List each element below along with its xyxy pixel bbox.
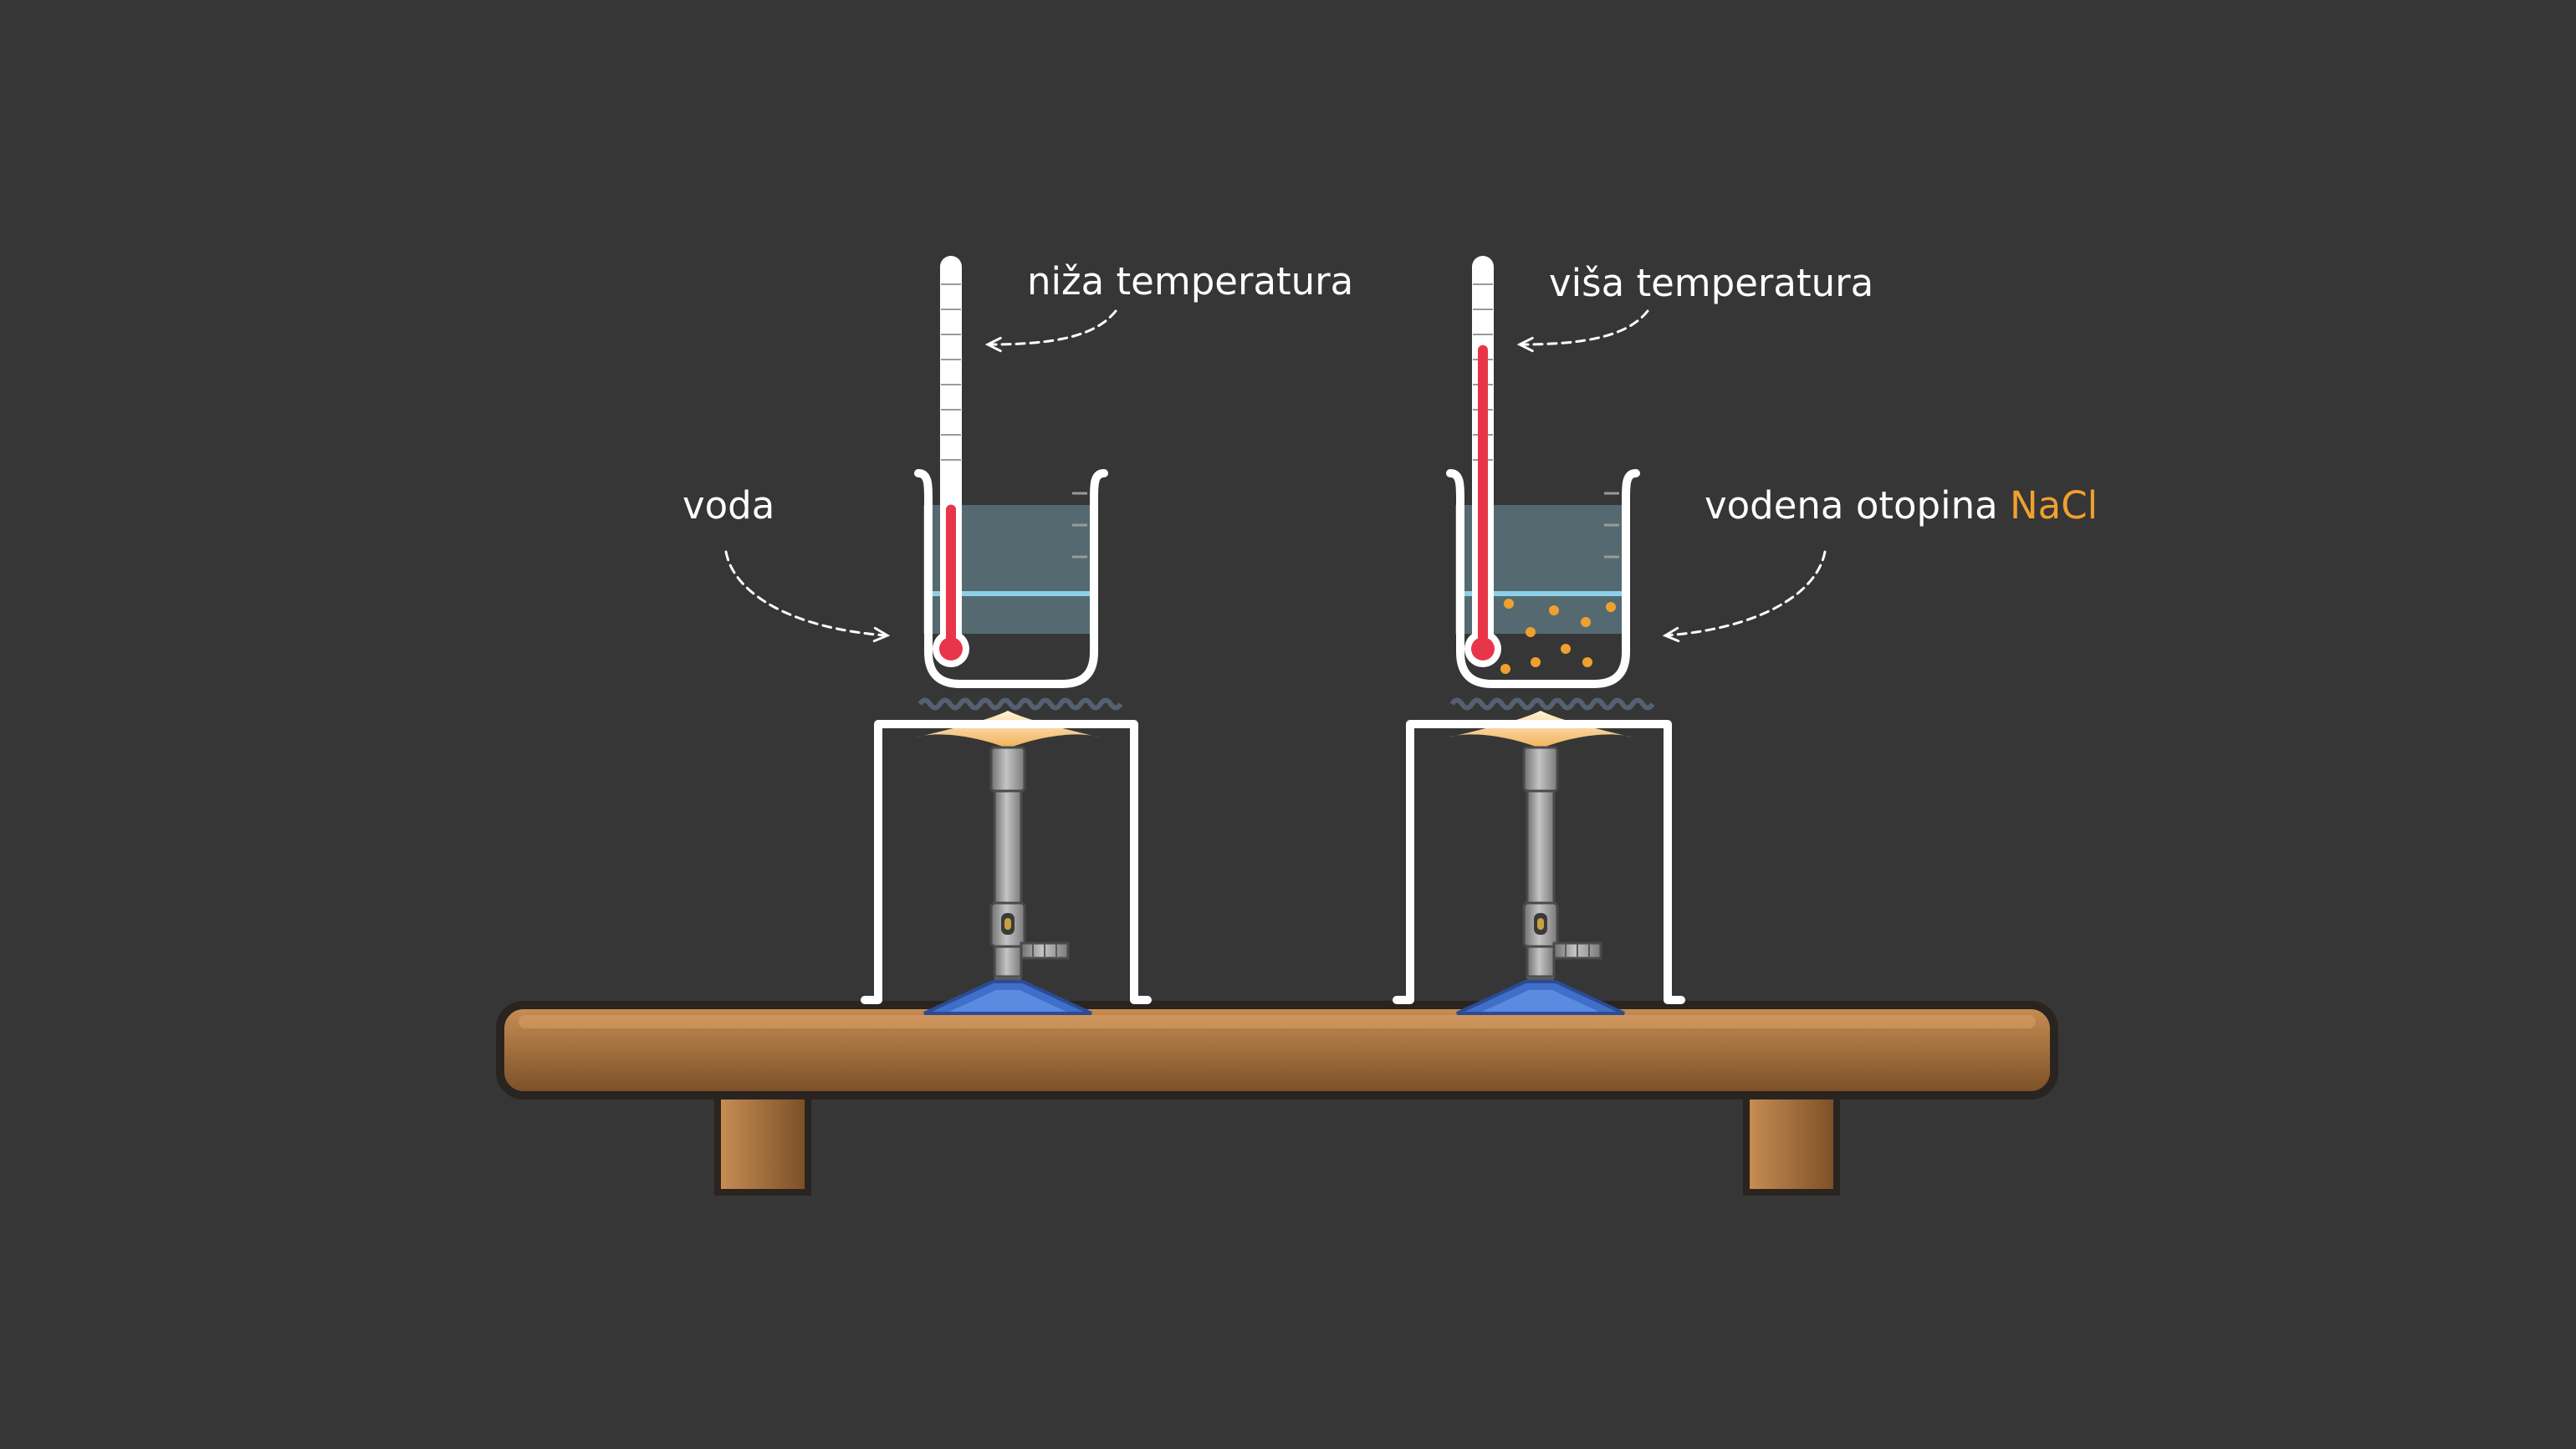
right-liquid-label-text: vodena otopina xyxy=(1705,483,2010,528)
right-thermometer-icon xyxy=(1464,256,1501,667)
beaker-icon xyxy=(1446,469,1640,688)
thermometer-pointer-arrow xyxy=(1516,309,1649,353)
liquid-pointer-arrow xyxy=(724,550,891,643)
left-liquid-label: voda xyxy=(682,483,774,528)
right-thermometer-label: viša temperatura xyxy=(1549,261,1873,305)
right-liquid-label: vodena otopina NaCl xyxy=(1705,483,2098,528)
beaker-icon xyxy=(914,469,1108,688)
left-setup: niža temperatura voda xyxy=(682,256,1353,1015)
right-setup: viša temperatura vodena otopina NaCl xyxy=(1393,256,2098,1015)
salt-particles xyxy=(1500,599,1616,674)
tripod-stand-icon xyxy=(1393,720,1685,1004)
wire-gauze-icon xyxy=(1449,697,1655,711)
thermometer-pointer-arrow xyxy=(984,309,1117,353)
bunsen-burner-icon xyxy=(914,709,1101,1015)
lab-table-icon xyxy=(496,1001,2058,1196)
left-thermometer-icon xyxy=(933,256,969,667)
tripod-stand-icon xyxy=(861,720,1152,1004)
left-thermometer-label: niža temperatura xyxy=(1027,259,1353,304)
wire-gauze-icon xyxy=(917,697,1123,711)
liquid-pointer-arrow xyxy=(1662,550,1827,643)
bunsen-burner-icon xyxy=(1447,709,1634,1015)
nacl-formula: NaCl xyxy=(2010,483,2098,528)
